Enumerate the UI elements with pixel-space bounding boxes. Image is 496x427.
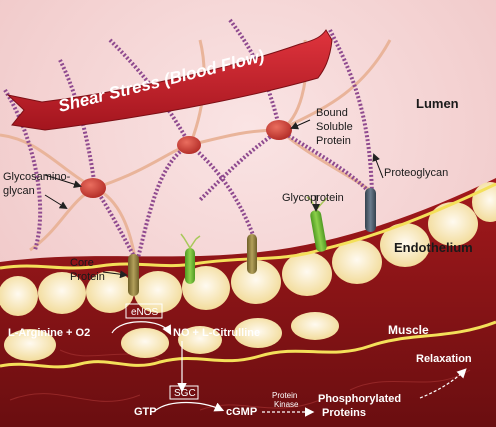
bound-soluble-protein-label: Bound Soluble Protein xyxy=(316,107,353,147)
reactants-label: L-Arginine + O2 xyxy=(8,327,90,339)
svg-text:glycan: glycan xyxy=(3,185,35,197)
svg-text:Bound: Bound xyxy=(316,107,348,119)
cgmp-label: cGMP xyxy=(226,406,257,418)
muscle-label: Muscle xyxy=(388,323,429,337)
phosphorylated-label-1: Phosphorylated xyxy=(318,393,401,405)
enos-box xyxy=(125,303,163,319)
core-protein-cylinders xyxy=(128,234,257,296)
protein-kinase-label-1: Protein xyxy=(272,391,297,400)
relaxation-label: Relaxation xyxy=(416,353,472,365)
glycoprotein-label: Glycoprotein xyxy=(282,192,344,204)
label-pointers xyxy=(44,119,384,279)
products-label: NO + L-Citrulline xyxy=(173,327,260,339)
endothelium-membrane xyxy=(0,182,496,270)
glycosaminoglycan-label: Glycosamino- glycan xyxy=(3,171,71,197)
svg-text:Protein: Protein xyxy=(316,135,351,147)
proteoglycan-label: Proteoglycan xyxy=(384,167,448,179)
core-protein-label: Core Protein xyxy=(70,257,105,283)
phosphorylated-label-2: Proteins xyxy=(322,407,366,419)
muscle-membrane xyxy=(0,320,496,369)
endothelial-cells xyxy=(0,182,496,316)
lumen-label: Lumen xyxy=(416,96,459,111)
svg-text:Soluble: Soluble xyxy=(316,121,353,133)
sgc-box xyxy=(169,385,199,400)
svg-text:Protein: Protein xyxy=(70,271,105,283)
endothelium-label: Endothelium xyxy=(394,240,473,255)
shear-stress-banner xyxy=(6,29,333,131)
bound-soluble-protein-spheres xyxy=(80,120,292,198)
sgc-label: SGC xyxy=(174,388,196,399)
relaxation-arrow xyxy=(419,368,467,399)
muscle-cells xyxy=(4,312,339,361)
signaling-pathway: eNOS L-Arginine + O2 NO + L-Citrulline S… xyxy=(8,303,472,419)
gtp-arrow xyxy=(155,401,225,412)
protein-kinase-label-2: Kinase xyxy=(274,400,299,409)
proteoglycan-cylinder xyxy=(365,188,376,232)
svg-text:Core: Core xyxy=(70,257,94,269)
svg-text:Glycosamino-: Glycosamino- xyxy=(3,171,71,183)
gtp-label: GTP xyxy=(134,406,157,418)
enos-arrow xyxy=(111,321,172,336)
enos-label: eNOS xyxy=(131,307,159,318)
